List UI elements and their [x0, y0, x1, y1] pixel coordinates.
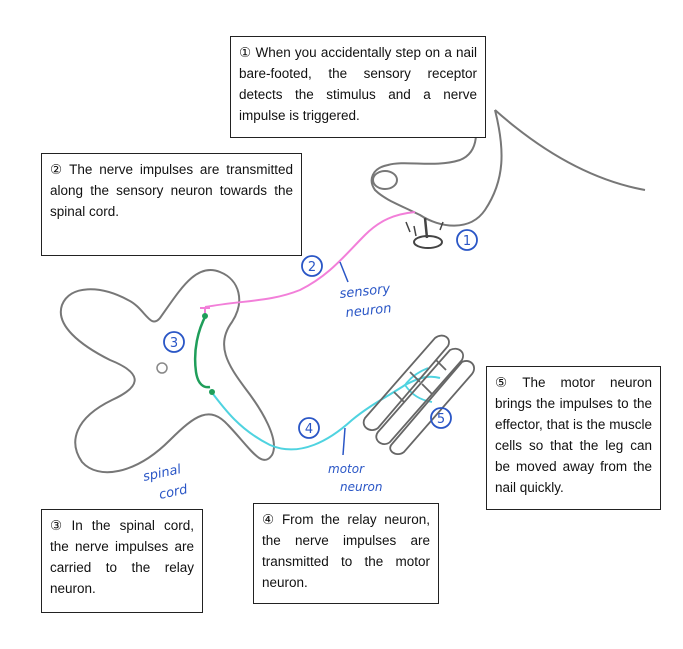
sensory-neuron [204, 211, 416, 308]
svg-text:2: 2 [308, 260, 316, 275]
callout-3-text: In the spinal cord, the nerve impulses a… [50, 518, 194, 596]
callout-3-number: ③ [50, 518, 68, 533]
sensory-label-pointer [339, 261, 349, 283]
central-canal [156, 362, 168, 374]
relay-neuron-dendrite [202, 313, 208, 319]
svg-text:3: 3 [170, 336, 178, 351]
marker-3: 3 [163, 331, 185, 353]
foot-outline [370, 99, 503, 227]
sensory-neuron-label-line1: sensory [339, 282, 391, 302]
motor-neuron-label-line1: motor [328, 462, 365, 476]
callout-2-text: The nerve impulses are transmitted along… [50, 162, 293, 219]
marker-2: 2 [301, 255, 323, 277]
toe-outline [372, 170, 398, 190]
callout-4-text: From the relay neuron, the nerve impulse… [262, 512, 430, 590]
marker-1: 1 [456, 229, 478, 251]
svg-text:4: 4 [305, 422, 313, 437]
callout-1-number: ① [239, 45, 252, 60]
marker-4: 4 [298, 417, 320, 439]
callout-5-text: The motor neuron brings the impulses to … [495, 375, 652, 495]
callout-4-number: ④ [262, 512, 278, 527]
sensory-neuron-label-line2: neuron [345, 301, 392, 321]
motor-neuron [209, 375, 441, 451]
marker-5: 5 [430, 407, 452, 429]
spinal-cord-label-line1: spinal [142, 462, 183, 485]
foot-heel-outline [494, 109, 646, 191]
svg-text:5: 5 [437, 412, 445, 427]
muscle-cells-icon [362, 334, 475, 456]
spinal-cord-label-line2: cord [158, 482, 190, 503]
spinal-cord-outline [59, 269, 275, 474]
nail-icon [405, 217, 444, 249]
callout-5-number: ⑤ [495, 375, 519, 390]
callout-2-number: ② [50, 162, 66, 177]
relay-neuron [193, 314, 211, 389]
motor-label-pointer [342, 427, 346, 456]
svg-text:1: 1 [463, 234, 471, 249]
callout-1-text: When you accidentally step on a nail bar… [239, 45, 477, 123]
motor-neuron-cell-body [209, 389, 215, 395]
motor-neuron-label-line2: neuron [340, 480, 382, 494]
